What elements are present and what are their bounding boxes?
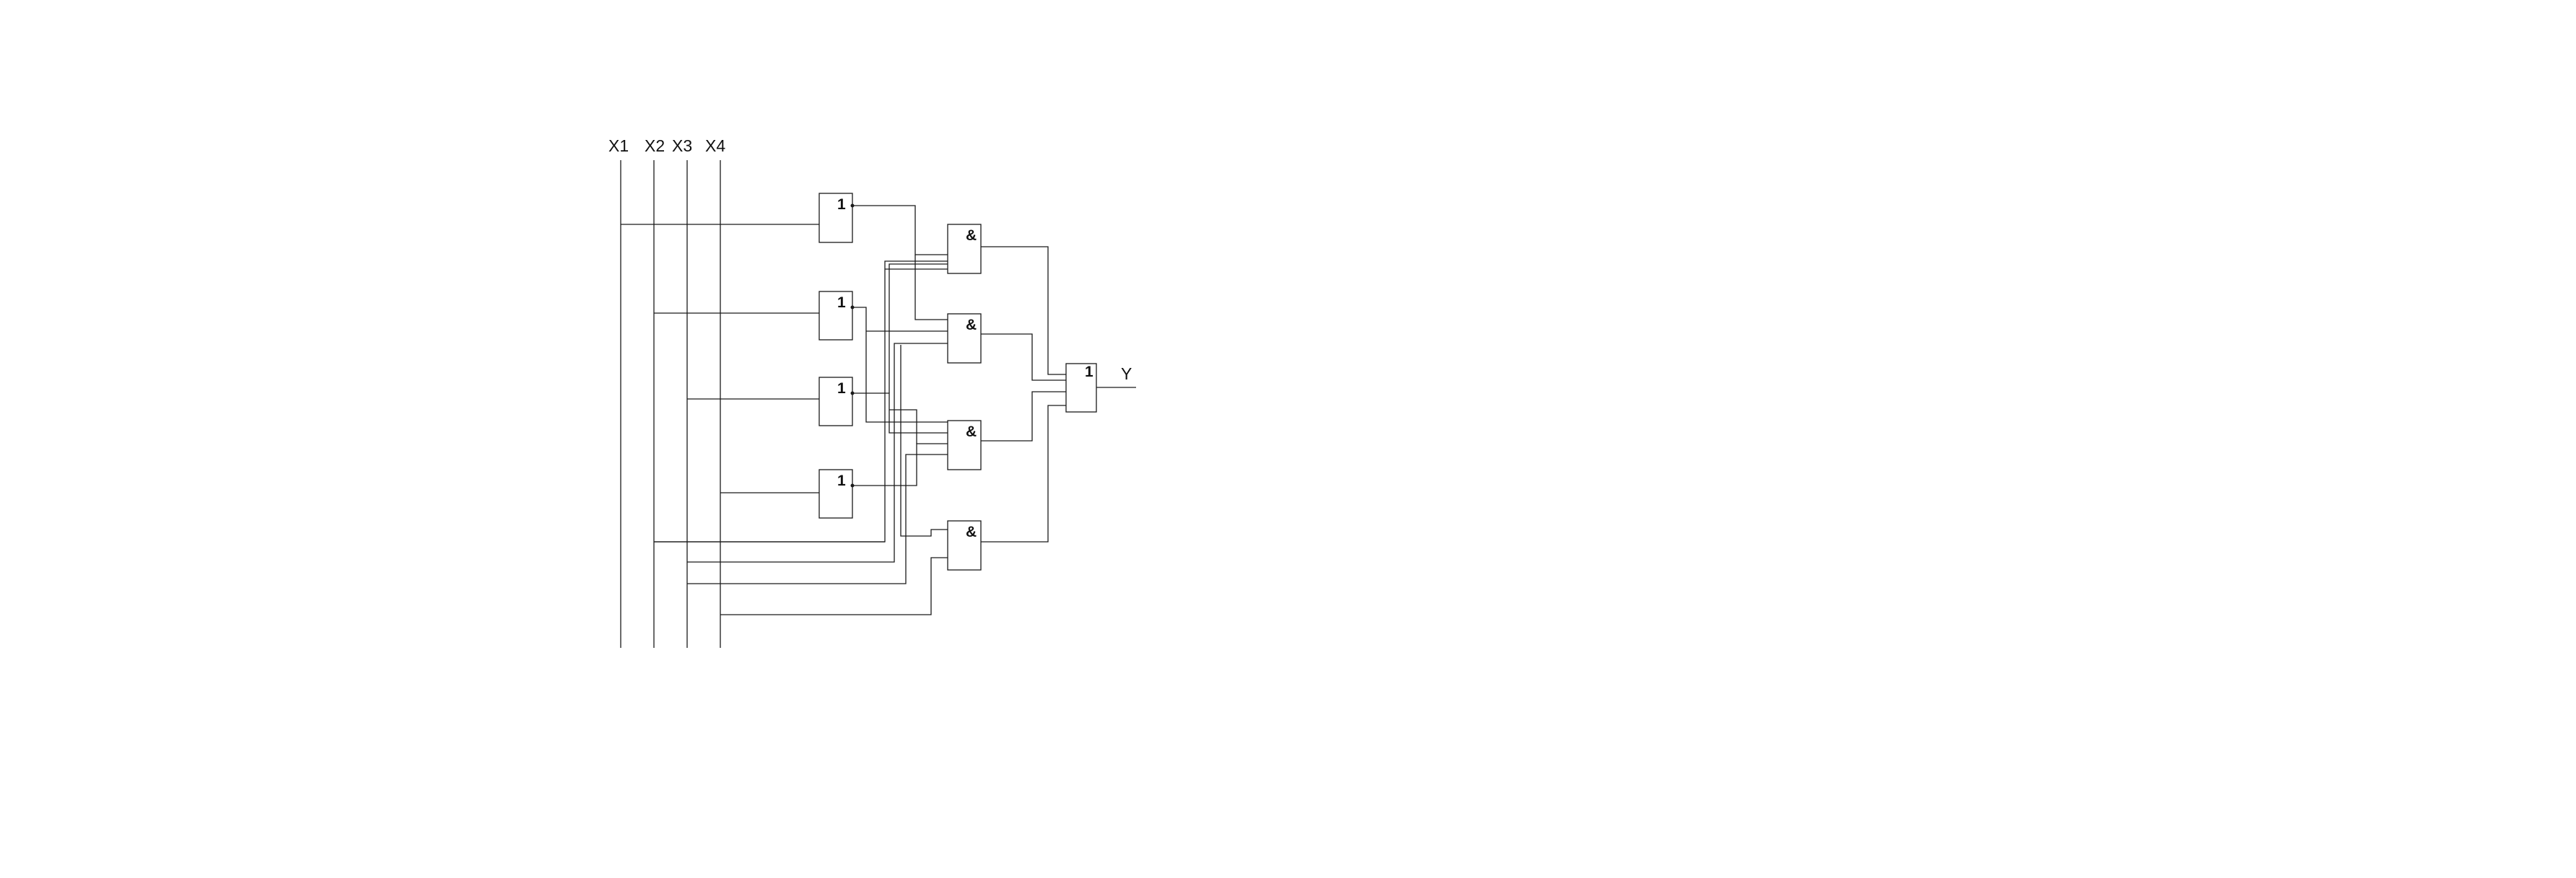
output-label-y: Y — [1121, 364, 1132, 383]
not-gate-4: 1 — [818, 469, 855, 519]
not-gate-2: 1 — [818, 291, 855, 341]
input-label-x2: X2 — [645, 136, 665, 155]
and-gate-symbol: & — [966, 524, 977, 540]
not-gate-symbol: 1 — [837, 380, 846, 397]
not-gate-3: 1 — [818, 377, 855, 426]
inversion-dot — [850, 203, 855, 208]
inversion-dot — [850, 305, 855, 310]
and-gate-symbol: & — [966, 227, 977, 244]
inversion-dot — [850, 483, 855, 488]
input-label-x1: X1 — [608, 136, 629, 155]
not-gate-symbol: 1 — [837, 196, 846, 213]
not-gate-symbol: 1 — [837, 473, 846, 489]
input-label-x3: X3 — [672, 136, 692, 155]
and-gate-1: & — [947, 224, 982, 274]
not-gate-symbol: 1 — [837, 294, 846, 311]
input-label-x4: X4 — [705, 136, 725, 155]
inversion-dot — [850, 391, 855, 395]
or-gate-symbol: 1 — [1085, 364, 1093, 380]
and-gate-2: & — [947, 313, 982, 364]
and-gate-symbol: & — [966, 317, 977, 333]
and-gate-4: & — [947, 520, 982, 571]
or-gate: 1 — [1065, 363, 1097, 413]
input-bus — [620, 160, 721, 648]
wires-not-outputs — [852, 205, 948, 486]
and-gate-symbol: & — [966, 423, 977, 440]
wires-direct-inputs — [654, 260, 948, 615]
wires-to-or-gate — [981, 246, 1066, 543]
not-gate-1: 1 — [818, 193, 855, 243]
wires-to-not-gates — [621, 224, 819, 493]
and-gate-3: & — [947, 420, 982, 470]
